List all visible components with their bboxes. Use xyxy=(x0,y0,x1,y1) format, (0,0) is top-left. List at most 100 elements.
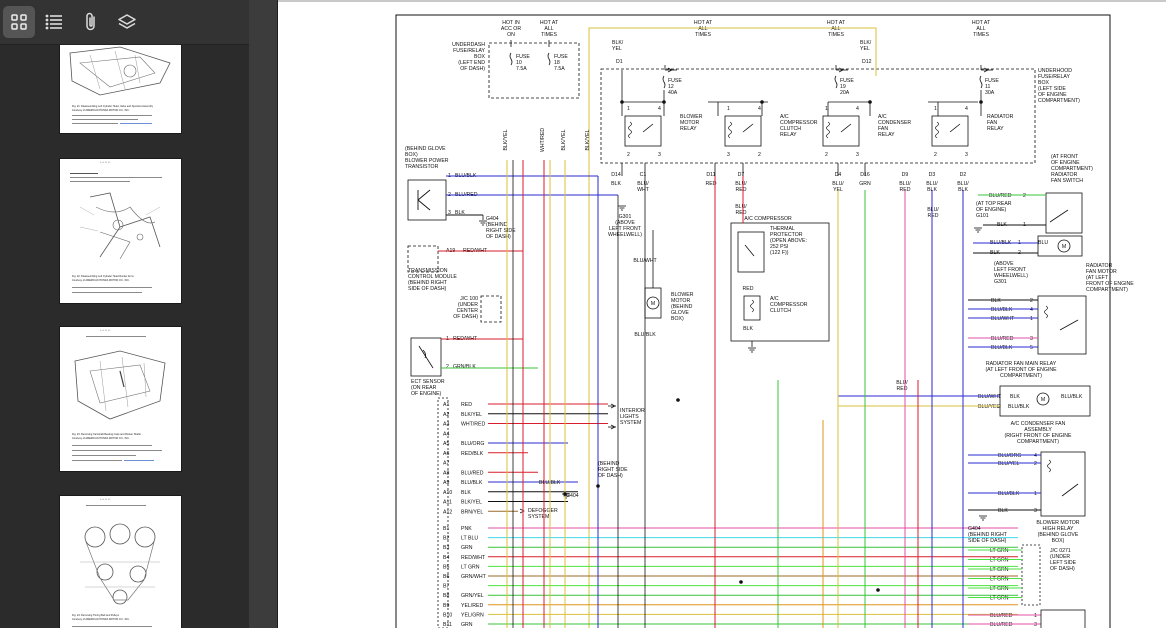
wire-label: YEL/GRN xyxy=(461,612,484,618)
fuse-source-label: ALL xyxy=(976,26,985,32)
component-label: (AT LEFT xyxy=(1086,275,1109,281)
layers-icon xyxy=(118,14,136,29)
component-label: ASSEMBLY xyxy=(1024,427,1052,433)
pin-label: 2 xyxy=(1030,298,1033,304)
fuse-icon xyxy=(979,75,983,89)
wire-label: BRN/YEL xyxy=(461,509,483,515)
pin-label: D3 xyxy=(929,172,936,178)
wire-label: RED xyxy=(928,213,939,219)
radiator-fan-switch-box xyxy=(1045,192,1083,234)
pin-label: 3 xyxy=(448,210,451,216)
wire-label: BLU/YEL xyxy=(998,461,1019,467)
thumbnail-figure xyxy=(80,523,160,605)
pin-label: B9 xyxy=(443,603,449,609)
wire-label: BLK xyxy=(611,181,621,187)
wire-label: GRN xyxy=(461,622,473,628)
wire-label: BLU/RED xyxy=(990,622,1013,628)
component-label: RADIATOR xyxy=(1051,172,1078,178)
junction-dot xyxy=(760,100,764,104)
relay-label: A/C xyxy=(878,114,887,120)
component-label: (AT LEFT FRONT OF ENGINE xyxy=(985,367,1057,373)
pin-label: C1 xyxy=(640,172,647,178)
vertical-wire-label: BLK/YEL xyxy=(503,129,509,150)
page-thumbnail[interactable]: • • • • • • • Fig. 24: Removing Timing B… xyxy=(60,496,181,628)
page-thumbnail[interactable]: • • • • • • • Fig. 22: Disassembling Lef… xyxy=(60,159,181,303)
thermal-protector-box xyxy=(737,231,765,273)
thumbnail-figure xyxy=(79,192,161,260)
paperclip-icon xyxy=(86,12,95,31)
page-thumbnail[interactable]: Fig. 21: Disassembling Left Cylinder Hea… xyxy=(60,45,181,133)
pin-label: B3 xyxy=(443,545,449,551)
coil-icon xyxy=(750,299,754,313)
ground-label: G301 xyxy=(994,279,1007,285)
junction-dot xyxy=(868,100,872,104)
ground-label: LEFT FRONT xyxy=(609,226,642,232)
fuse-label: 19 xyxy=(840,84,846,90)
wire-label: BLK/YEL xyxy=(461,500,482,506)
underhood-fuse-box xyxy=(600,68,1036,164)
fuse-source-label: TIMES xyxy=(828,32,844,38)
wire-label: RED xyxy=(736,210,747,216)
wire-label: BLU/BLK xyxy=(991,307,1013,313)
wire-label: BLU/RED xyxy=(461,470,484,476)
outline-view-button[interactable] xyxy=(38,6,70,38)
component-label: OF DASH) xyxy=(453,314,478,320)
thumbnail-view-button[interactable] xyxy=(3,6,35,38)
ground-label: G404 xyxy=(968,526,981,532)
thumbnail-note: Courtesy of AMERICAN HONDA MOTOR CO., IN… xyxy=(72,279,130,282)
component-label: THERMAL xyxy=(770,226,795,232)
wire-label: BLU/WHT xyxy=(978,394,1002,400)
component-label: LIGHTS xyxy=(620,414,639,420)
fuse-label: 18 xyxy=(554,60,560,66)
pin-label: D1 xyxy=(616,59,623,65)
component-label: COMPARTMENT) xyxy=(1086,287,1128,293)
wire-label: BLU/BLK xyxy=(1008,404,1030,410)
panel-divider[interactable] xyxy=(249,0,277,628)
wire-label: BLU/ xyxy=(927,207,939,213)
pin-label: D9 xyxy=(902,172,909,178)
component-label: COMPARTMENT) xyxy=(1051,166,1093,172)
ground-label: RIGHT SIDE xyxy=(486,228,516,234)
component-label: RADIATOR xyxy=(1086,263,1113,269)
page-thumbnail[interactable]: • • • • • • • Fig. 23: Removing Camshaft… xyxy=(60,327,181,471)
arrow-icon xyxy=(610,424,616,430)
pin-label: 2 xyxy=(1034,461,1037,467)
ground-label: WHEELWELL) xyxy=(608,232,642,238)
relay-label: RELAY xyxy=(987,126,1004,132)
component-label: PROTECTOR xyxy=(770,232,803,238)
ground-label: WHEELWELL) xyxy=(994,273,1028,279)
layers-button[interactable] xyxy=(111,6,143,38)
arrow-icon xyxy=(667,67,673,73)
clutch-coil-box xyxy=(743,295,761,321)
coil-icon xyxy=(1044,305,1048,319)
fuse-source-label: ALL xyxy=(831,26,840,32)
thumbnail-note: Courtesy of AMERICAN HONDA MOTOR CO., IN… xyxy=(72,618,130,621)
relay-label: A/C xyxy=(780,114,789,120)
component-label: BLOWER xyxy=(671,292,694,298)
pin-label: D14 xyxy=(611,172,621,178)
ac-compressor-box xyxy=(730,222,830,342)
ground-label: LEFT FRONT xyxy=(994,267,1027,273)
arrow-icon xyxy=(610,403,616,409)
attachments-button[interactable] xyxy=(75,6,107,38)
pin-label: 3 xyxy=(1034,622,1037,628)
component-label: BLOWER MOTOR xyxy=(1036,520,1079,526)
wire-label: BLK xyxy=(461,490,471,496)
motor-icon: M xyxy=(1062,244,1066,250)
component-label: BOX) xyxy=(1052,538,1065,544)
fuse-icon xyxy=(662,75,666,89)
ect-sensor-box xyxy=(410,337,442,377)
component-label: GLOVE xyxy=(671,310,689,316)
component-label: J/C 0271 xyxy=(1050,548,1071,554)
relay-box xyxy=(931,115,969,147)
component-label: COMPRESSOR xyxy=(770,302,808,308)
thumbnail-sidebar: Fig. 21: Disassembling Left Cylinder Hea… xyxy=(0,0,249,628)
component-label: TRANSISTOR xyxy=(405,164,439,170)
junction-dot xyxy=(620,100,624,104)
pin-label: A10 xyxy=(443,490,452,496)
pin-label: 2 xyxy=(825,152,828,158)
ground-label: OF DASH) xyxy=(486,234,511,240)
wire-label: LT GRN xyxy=(461,564,480,570)
wire-label: BLU/ xyxy=(896,380,908,386)
coil-icon xyxy=(935,121,939,139)
